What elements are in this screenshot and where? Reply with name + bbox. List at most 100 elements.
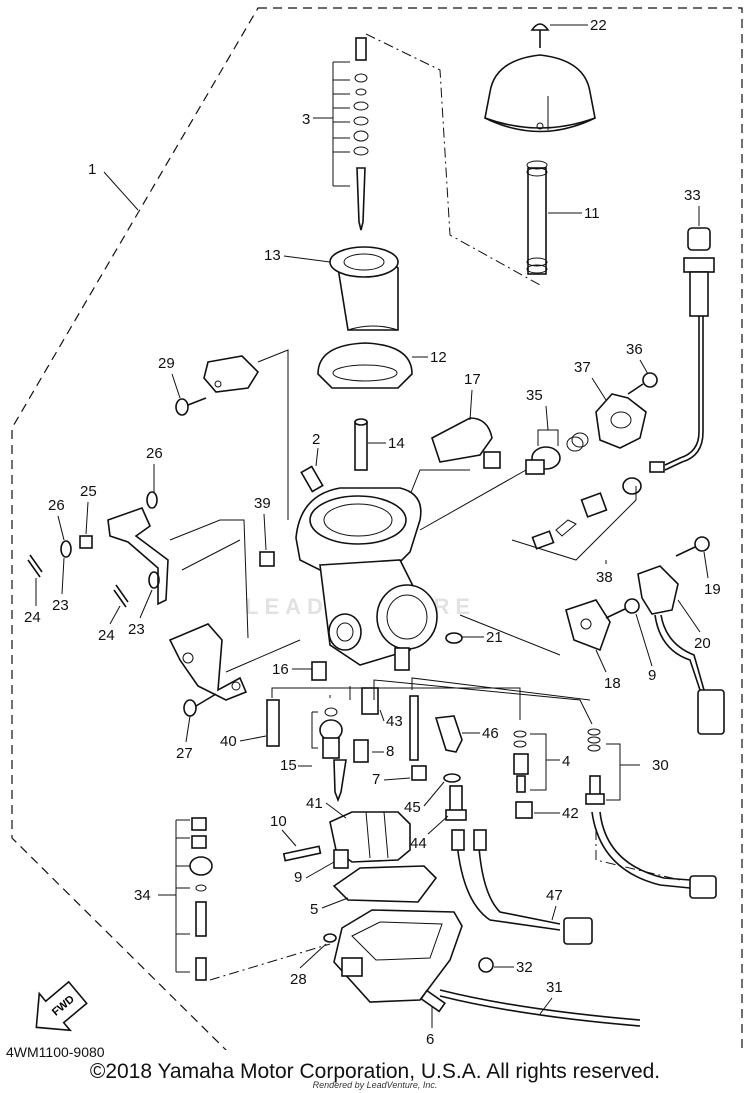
- diaphragm-seat[interactable]: [317, 342, 413, 389]
- pilot-screw[interactable]: [300, 465, 324, 493]
- callout-16[interactable]: 16: [272, 661, 289, 678]
- float-pin[interactable]: [282, 845, 322, 862]
- callout-30[interactable]: 30: [652, 757, 669, 774]
- callout-32[interactable]: 32: [516, 959, 533, 976]
- choke-plunger[interactable]: [431, 417, 501, 469]
- pump-plunger-set[interactable]: [513, 730, 529, 793]
- drain-hose[interactable]: [439, 989, 641, 1027]
- float-valve-set[interactable]: [319, 707, 347, 803]
- callout-43[interactable]: 43: [386, 713, 403, 730]
- float-chamber[interactable]: [333, 909, 463, 1003]
- vent-screw[interactable]: [259, 551, 275, 567]
- idle-screw[interactable]: [311, 661, 327, 681]
- collar[interactable]: [79, 535, 93, 549]
- throttle-cable[interactable]: [591, 811, 717, 899]
- pump-nozzle[interactable]: [445, 785, 467, 821]
- choke-plunger-set[interactable]: [525, 432, 589, 475]
- carburetor-body[interactable]: [295, 487, 438, 671]
- breather-hose[interactable]: [451, 829, 593, 945]
- callout-23[interactable]: 23: [128, 621, 145, 638]
- callout-39[interactable]: 39: [254, 495, 271, 512]
- piston-valve[interactable]: [328, 246, 399, 331]
- callout-45[interactable]: 45: [404, 799, 421, 816]
- accelerator-pump-set[interactable]: [189, 817, 213, 981]
- throttle-spring[interactable]: [526, 160, 548, 275]
- bracket-screw[interactable]: [627, 372, 658, 395]
- callout-7[interactable]: 7: [372, 771, 380, 788]
- float-screw[interactable]: [333, 849, 349, 869]
- throttle-position-sensor[interactable]: [637, 565, 725, 735]
- throttle-stop-screw[interactable]: [585, 728, 605, 805]
- pump-cover[interactable]: [515, 801, 533, 819]
- callout-13[interactable]: 13: [264, 247, 281, 264]
- washer[interactable]: [60, 540, 72, 558]
- jet-needle-set[interactable]: [353, 37, 369, 231]
- drain-screw[interactable]: [420, 989, 446, 1013]
- lever-bracket[interactable]: [203, 355, 260, 393]
- callout-31[interactable]: 31: [546, 979, 563, 996]
- callout-9[interactable]: 9: [648, 667, 656, 684]
- callout-24[interactable]: 24: [24, 609, 41, 626]
- sensor-screw[interactable]: [675, 536, 710, 557]
- callout-28[interactable]: 28: [290, 971, 307, 988]
- throttle-lever[interactable]: [168, 623, 248, 701]
- o-ring[interactable]: [445, 632, 463, 644]
- choke-bracket[interactable]: [107, 506, 169, 606]
- callout-18[interactable]: 18: [604, 675, 621, 692]
- callout-17[interactable]: 17: [464, 371, 481, 388]
- adjust-screw[interactable]: [354, 418, 368, 471]
- callout-41[interactable]: 41: [306, 795, 323, 812]
- needle-jet[interactable]: [409, 695, 419, 761]
- callout-25[interactable]: 25: [80, 483, 97, 500]
- pump-washer[interactable]: [443, 773, 461, 783]
- drain-plug[interactable]: [411, 765, 427, 781]
- callout-9[interactable]: 9: [294, 869, 302, 886]
- callout-34[interactable]: 34: [134, 887, 151, 904]
- clip-pin[interactable]: [113, 584, 129, 608]
- callout-27[interactable]: 27: [176, 745, 193, 762]
- choke-cable[interactable]: [649, 227, 715, 473]
- callout-29[interactable]: 29: [158, 355, 175, 372]
- callout-14[interactable]: 14: [388, 435, 405, 452]
- washer[interactable]: [148, 571, 160, 589]
- choke-cable-bracket[interactable]: [595, 393, 647, 449]
- callout-12[interactable]: 12: [430, 349, 447, 366]
- callout-42[interactable]: 42: [562, 805, 579, 822]
- callout-24[interactable]: 24: [98, 627, 115, 644]
- washer[interactable]: [146, 491, 158, 509]
- pump-bracket[interactable]: [434, 715, 463, 753]
- callout-8[interactable]: 8: [386, 743, 394, 760]
- callout-2[interactable]: 2: [312, 431, 320, 448]
- callout-37[interactable]: 37: [574, 359, 591, 376]
- callout-46[interactable]: 46: [482, 725, 499, 742]
- callout-15[interactable]: 15: [280, 757, 297, 774]
- bracket-screw[interactable]: [175, 397, 207, 416]
- clip-pin[interactable]: [27, 554, 43, 578]
- callout-36[interactable]: 36: [626, 341, 643, 358]
- o-ring[interactable]: [323, 933, 337, 943]
- pilot-jet[interactable]: [361, 687, 379, 715]
- callout-11[interactable]: 11: [584, 205, 600, 222]
- callout-21[interactable]: 21: [486, 629, 503, 646]
- callout-38[interactable]: 38: [596, 569, 613, 586]
- callout-26[interactable]: 26: [146, 445, 163, 462]
- callout-3[interactable]: 3: [302, 111, 310, 128]
- callout-33[interactable]: 33: [684, 187, 701, 204]
- callout-6[interactable]: 6: [426, 1031, 434, 1048]
- callout-22[interactable]: 22: [590, 17, 607, 34]
- callout-4[interactable]: 4: [562, 753, 570, 770]
- carburetor-top-cap[interactable]: [484, 54, 596, 133]
- callout-44[interactable]: 44: [410, 835, 427, 852]
- sensor-screw[interactable]: [605, 598, 640, 619]
- cap-screw[interactable]: [530, 23, 550, 48]
- lever-screw[interactable]: [183, 693, 217, 717]
- callout-5[interactable]: 5: [310, 901, 318, 918]
- starter-plunger[interactable]: [531, 477, 642, 550]
- sensor-bracket[interactable]: [565, 599, 611, 652]
- callout-1[interactable]: 1: [88, 161, 96, 178]
- needle-jet-holder[interactable]: [266, 699, 280, 747]
- callout-47[interactable]: 47: [546, 887, 563, 904]
- main-jet[interactable]: [353, 739, 369, 763]
- callout-19[interactable]: 19: [704, 581, 721, 598]
- callout-10[interactable]: 10: [270, 813, 287, 830]
